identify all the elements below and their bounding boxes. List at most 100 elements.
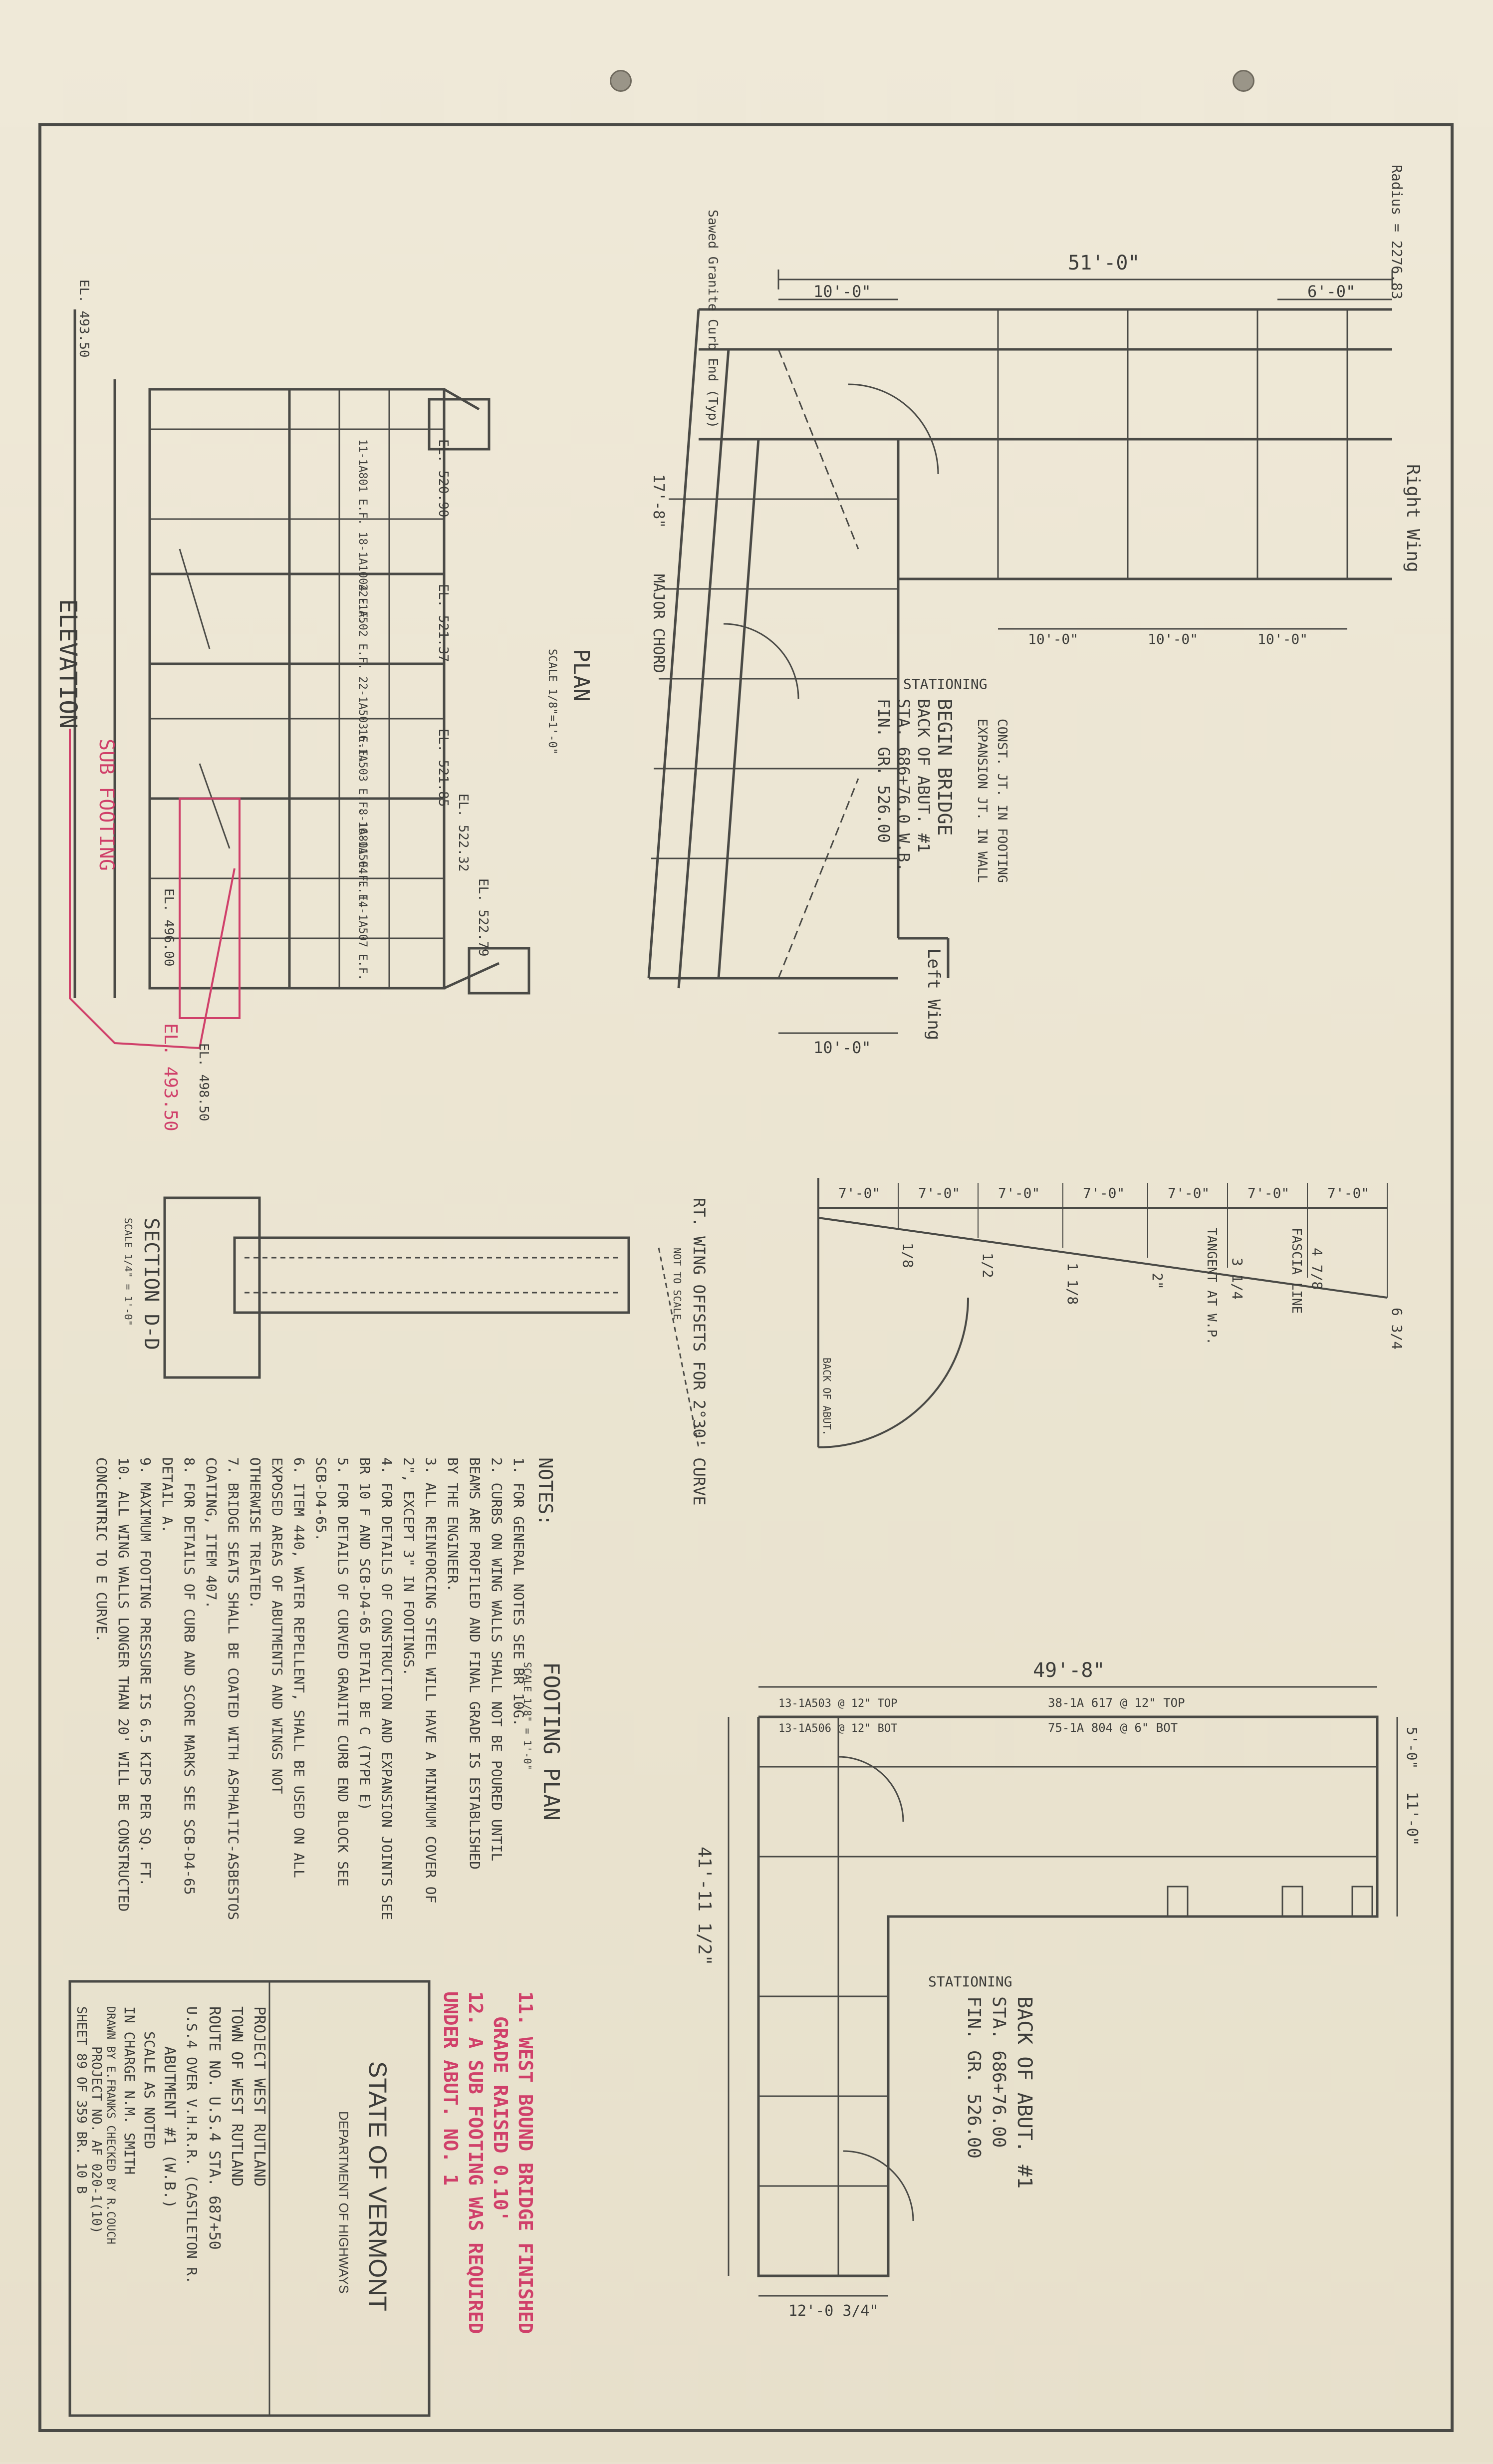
offset-value-4: 2": [1149, 1273, 1166, 1290]
tb-department: DEPARTMENT OF HIGHWAYS: [336, 2111, 351, 2293]
footing-left-bars-top: 13-1A503 @ 12" TOP: [778, 1697, 897, 1710]
plan-sta: STA. 686+76.0 W.B.: [894, 699, 913, 872]
section-dd: SECTION D-D SCALE 1/4" = 1'-0": [122, 1196, 700, 1448]
offset-spacing-3: 7'-0": [998, 1185, 1040, 1201]
plan-dim-10-bottom: 10'-0": [813, 1038, 871, 1057]
plan-stationing-label: STATIONING: [903, 676, 988, 692]
tb-project: PROJECT WEST RUTLAND: [250, 2006, 268, 2187]
plan-title: PLAN: [568, 649, 594, 702]
plan-fin-gr: FIN. GR. 526.00: [874, 699, 893, 843]
exp-jt-label: EXPANSION JT. IN WALL: [975, 719, 990, 883]
footing-dim-11: 11'-0": [1403, 1792, 1421, 1846]
red-note-12-cont: UNDER ABUT. NO. 1: [440, 1991, 462, 2186]
sheet-border: [38, 123, 1454, 2432]
note-line: 2. CURBS ON WING WALLS SHALL NOT BE POUR…: [489, 1457, 505, 1861]
major-chord-label: MAJOR CHORD: [650, 574, 667, 673]
footing-sta: STA. 686+76.00: [989, 1996, 1009, 2148]
plan-bay-2: 10'-0": [1148, 631, 1198, 647]
tangent-label: TANGENT AT W.P.: [1204, 1228, 1219, 1345]
footing-dim-12: 12'-0 3/4": [788, 2302, 879, 2320]
elevation-title: ELEVATION: [54, 599, 82, 729]
offsets-title: RT. WING OFFSETS FOR 2°30' CURVE: [690, 1198, 709, 1506]
offset-value-5: 3 1/4: [1229, 1258, 1245, 1300]
note-line: 4. FOR DETAILS OF CONSTRUCTION AND EXPAN…: [379, 1457, 395, 1920]
plan-bay-1: 10'-0": [1028, 631, 1078, 647]
offsets-scale: NOT TO SCALE: [671, 1248, 683, 1320]
red-note-11-cont: GRADE RAISED 0.10': [490, 2016, 511, 2222]
sub-footing-el: EL. 493.50: [160, 1023, 181, 1131]
plan-back-abut: BACK OF ABUT. #1: [914, 699, 933, 852]
offset-value-1: 1/8: [900, 1243, 916, 1268]
bars-d: 8-1A801 E.F. 14-1A507 E.F.: [356, 809, 369, 980]
back-of-abut-label: BACK OF ABUT.: [821, 1358, 833, 1436]
radius-label: Radius = 2276.83: [1389, 165, 1405, 299]
plan-dim-51: 51'-0": [1068, 252, 1140, 274]
el-520: EL. 520.90: [436, 439, 451, 518]
wing-offsets: 7'-0" 7'-0" 7'-0" 7'-0" 7'-0" 7'-0" 7'-0…: [671, 1178, 1405, 1506]
binder-hole-left: [610, 70, 632, 92]
right-wing-label: Right Wing: [1403, 464, 1423, 572]
plan-scale: SCALE 1/8"=1'-0": [546, 649, 558, 755]
section-title: SECTION D-D: [140, 1218, 163, 1350]
tb-sheet: SHEET 89 OF 359 BR. 10 B: [74, 2006, 89, 2194]
plan-view: 51'-0" 10'-0" 6'-0" 10'-0" 10'-0" 10'-0"…: [546, 165, 1423, 1057]
note-line: EXPOSED AREAS OF ABUTMENTS AND WINGS NOT: [269, 1457, 285, 1794]
footing-plan-scale: SCALE 1/8" = 1'-0": [521, 1662, 533, 1770]
red-note-11: 11. WEST BOUND BRIDGE FINISHED: [514, 1991, 536, 2334]
footing-left-bars-bot: 13-1A506 @ 12" BOT: [778, 1722, 897, 1735]
offset-spacing-7: 7'-0": [1327, 1185, 1369, 1201]
offset-spacing-6: 7'-0": [1247, 1185, 1289, 1201]
notes-heading: NOTES:: [534, 1457, 556, 1526]
note-line: DETAIL A.: [159, 1457, 176, 1533]
tb-town: TOWN OF WEST RUTLAND: [228, 2006, 246, 2187]
offset-spacing-2: 7'-0": [918, 1185, 960, 1201]
footing-dim-5: 5'-0": [1404, 1727, 1420, 1769]
plan-dim-10-top: 10'-0": [813, 282, 871, 301]
tb-drawn: DRAWN BY E.FRANKS CHECKED BY R.COUCH: [104, 2006, 117, 2244]
offset-value-7: 6 3/4: [1389, 1308, 1405, 1350]
footing-dim-41: 41'-11 1/2": [694, 1847, 715, 1965]
section-scale: SCALE 1/4" = 1'-0": [122, 1218, 134, 1326]
plan-dim-6: 6'-0": [1307, 282, 1355, 301]
minor-chord-label: 17'-8": [650, 474, 667, 528]
footing-stationing: STATIONING: [928, 1973, 1012, 1990]
note-line: 3. ALL REINFORCING STEEL WILL HAVE A MIN…: [423, 1457, 439, 1903]
fascia-label: FASCIA LINE: [1289, 1228, 1304, 1314]
tb-in-charge: IN CHARGE N.M. SMITH: [121, 2006, 138, 2175]
el-522b: EL. 522.79: [476, 878, 491, 957]
note-line: 1. FOR GENERAL NOTES SEE BR 10G.: [510, 1457, 527, 1726]
begin-bridge-label: BEGIN BRIDGE: [934, 699, 956, 836]
note-line: 7. BRIDGE SEATS SHALL BE COATED WITH ASP…: [225, 1457, 242, 1920]
elevation-view: EL. 493.50 EL. 520.90 EL. 521.37 EL. 521…: [54, 279, 530, 1131]
notes-block: NOTES: 1. FOR GENERAL NOTES SEE BR 10G. 2.…: [93, 1457, 556, 1920]
title-block: STATE OF VERMONT DEPARTMENT OF HIGHWAYS …: [68, 1980, 431, 2417]
tb-crossing: U.S.4 OVER V.H.R.R. (CASTLETON R.: [184, 2006, 200, 2284]
el-496: EL. 496.00: [161, 888, 176, 967]
const-jt-label: CONST. JT. IN FOOTING: [995, 719, 1009, 883]
note-line: 10. ALL WING WALLS LONGER THAN 20' WILL …: [115, 1457, 132, 1912]
el-498: EL. 498.50: [196, 1043, 211, 1121]
offset-spacing-5: 7'-0": [1168, 1185, 1210, 1201]
note-line: OTHERWISE TREATED.: [247, 1457, 263, 1609]
note-line: BEAMS ARE PROFILED AND FINAL GRADE IS ES…: [467, 1457, 483, 1870]
tb-project-no: PROJECT NO. AF 020-1(10): [89, 2046, 104, 2234]
el-522a: EL. 522.32: [456, 794, 471, 872]
note-line: COATING, ITEM 407.: [203, 1457, 220, 1609]
el-521a: EL. 521.37: [436, 584, 451, 662]
tb-route: ROUTE NO. U.S.4 STA. 687+50: [206, 2006, 223, 2250]
footing-fin-gr: FIN. GR. 526.00: [964, 1996, 984, 2159]
offset-spacing-4: 7'-0": [1083, 1185, 1125, 1201]
sub-footing-label: SUB FOOTING: [95, 739, 118, 871]
offset-value-6: 4 7/8: [1309, 1248, 1325, 1290]
footing-plan: 49'-8" 38-1A 617 @ 12" TOP 75-1A 804 @ 6…: [521, 1659, 1421, 2320]
note-line: 9. MAXIMUM FOOTING PRESSURE IS 6.5 KIPS …: [137, 1457, 154, 1887]
note-line: CONCENTRIC TO E CURVE.: [93, 1457, 110, 1643]
footing-bars-bot: 75-1A 804 @ 6" BOT: [1048, 1721, 1178, 1735]
bars-a: 11-1A801 E.F. 18-1A1004 E.F.: [356, 439, 369, 624]
note-line: BR 10 F AND SCB-D4-65 DETAIL BE C (TYPE …: [357, 1457, 373, 1811]
bars-c: 16-1A503 E.F. 16-1A504 E.F.: [356, 729, 369, 907]
offset-value-3: 1 1/8: [1064, 1263, 1081, 1305]
note-line: 6. ITEM 440, WATER REPELLENT, SHALL BE U…: [291, 1457, 307, 1878]
